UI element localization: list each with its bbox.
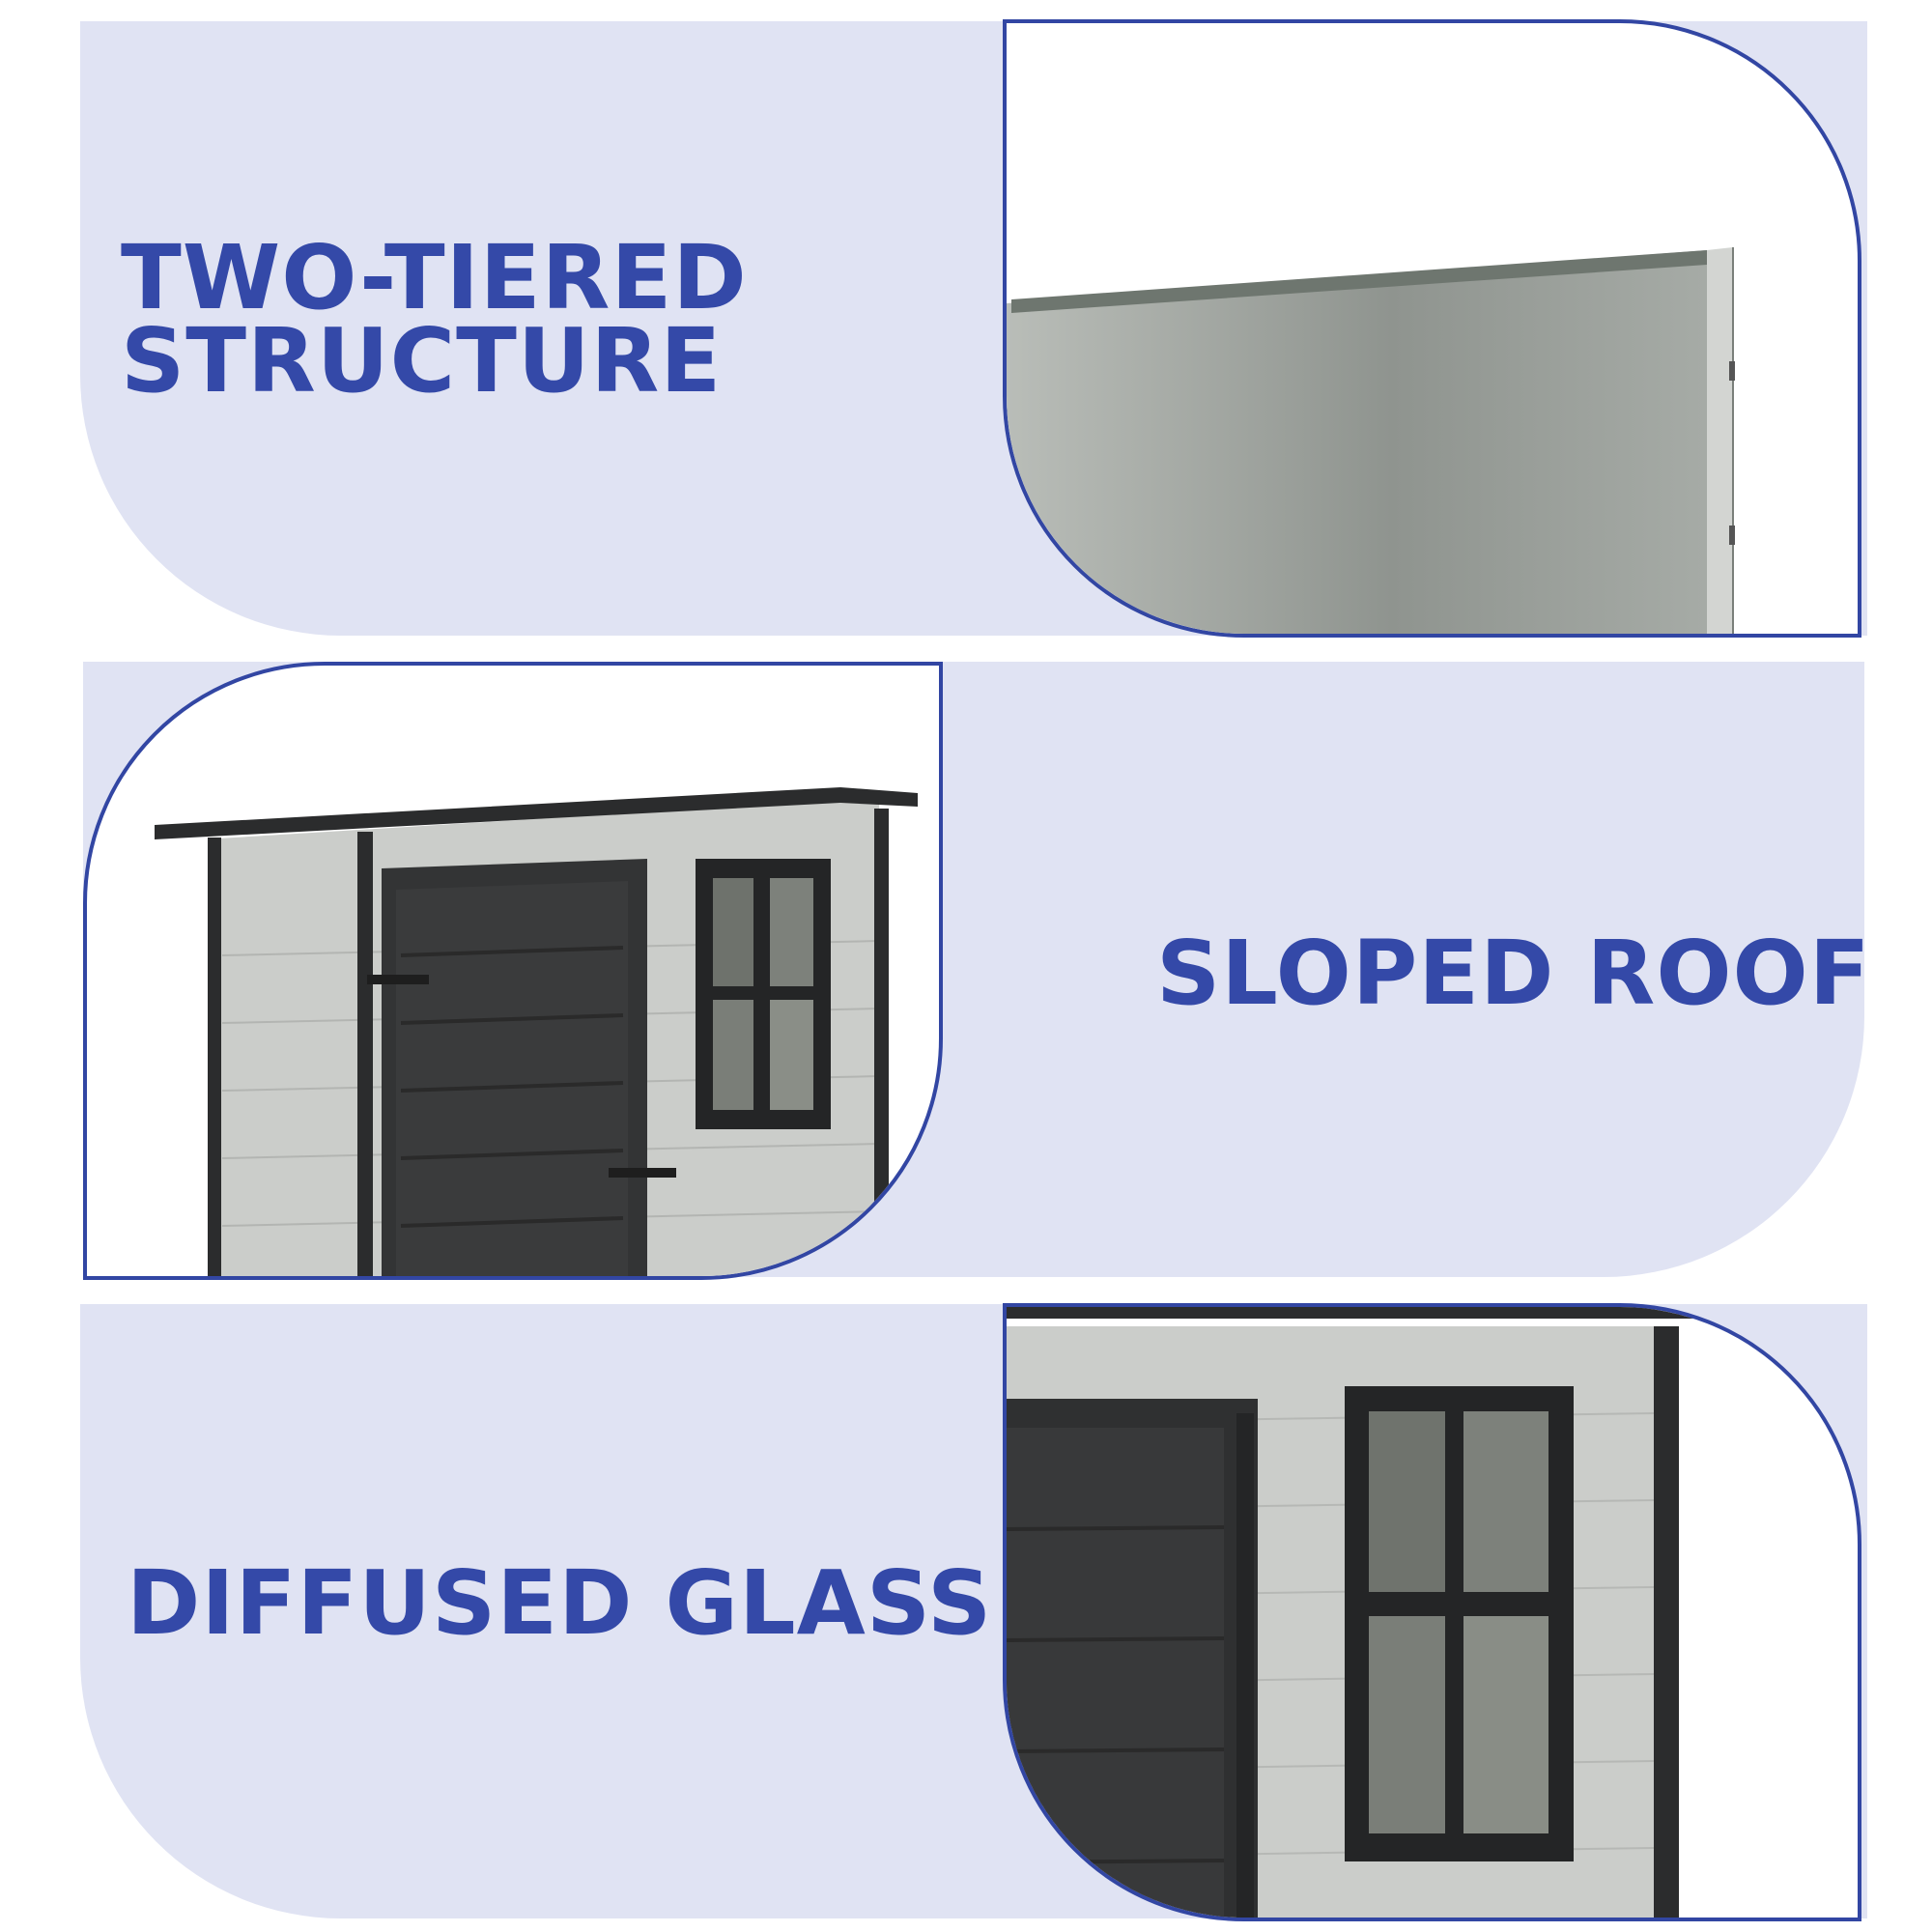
shed-window-illustration [1007, 1307, 1858, 1918]
image-sloped-roof [83, 662, 943, 1280]
image-two-tiered-structure [1003, 19, 1861, 638]
headline-line-1: TWO-TIERED [121, 226, 748, 329]
headline-sloped-roof: SLOPED ROOF [1156, 922, 1871, 1025]
image-diffused-glass [1003, 1303, 1861, 1921]
shed-panel-illustration [1007, 247, 1735, 634]
headline-line-2: STRUCTURE [121, 309, 723, 412]
shed-illustration [155, 787, 918, 1276]
headline-diffused-glass: DIFFUSED GLASS [127, 1551, 993, 1655]
